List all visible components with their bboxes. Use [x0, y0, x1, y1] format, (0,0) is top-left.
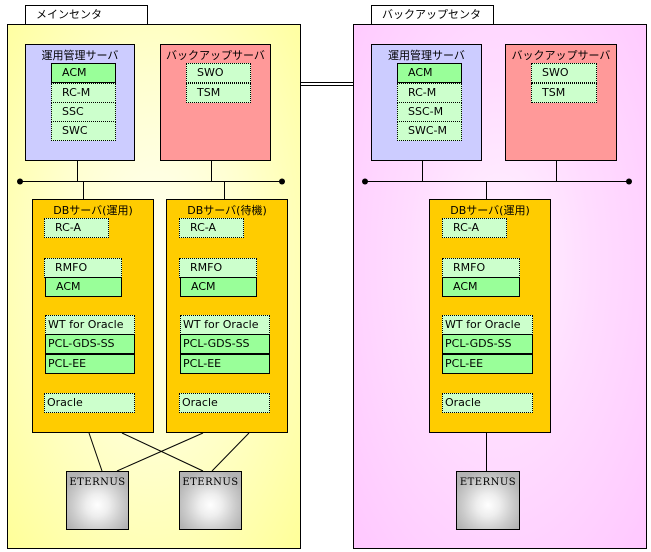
component-pcl-ee: PCL-EE: [180, 354, 270, 374]
san-db1-storage1: [88, 432, 103, 472]
main-db-server-active: DBサーバ(運用) RC-A RMFO ACM WT for Oracle PC…: [32, 199, 154, 433]
main-center-label: メインセンタ: [25, 5, 148, 25]
backup-server-title: バックアップサーバ: [166, 49, 265, 62]
backup-lan-endpoint-right: [626, 178, 632, 185]
backup-backup-server: バックアップサーバ SWO TSM: [505, 44, 617, 161]
component-rc-a: RC-A: [44, 218, 109, 238]
component-acm: ACM: [45, 277, 122, 297]
db-server-title: DBサーバ(運用): [53, 204, 133, 217]
component-pcl-ee: PCL-EE: [442, 354, 533, 374]
component-rc-a: RC-A: [179, 218, 244, 238]
storage-label: ETERNUS: [182, 477, 239, 488]
backup-server-title: バックアップサーバ: [511, 49, 611, 62]
db-server-title: DBサーバ(待機): [187, 204, 267, 217]
component-pcl-gds-ss: PCL-GDS-SS: [180, 334, 270, 354]
backup-lan-endpoint-left: [362, 178, 368, 185]
backup-center-label: バックアップセンタ: [371, 5, 494, 25]
component-wt-for-oracle: WT for Oracle: [180, 315, 270, 335]
main-ops-server: 運用管理サーバ ACM RC-M SSC SWC: [25, 44, 135, 161]
component-pcl-ee: PCL-EE: [45, 354, 135, 374]
component-acm: ACM: [397, 63, 462, 83]
backup-db-server: DBサーバ(運用) RC-A RMFO ACM WT for Oracle PC…: [429, 199, 551, 433]
component-oracle: Oracle: [179, 393, 270, 413]
component-wt-for-oracle: WT for Oracle: [442, 315, 533, 335]
component-pcl-gds-ss: PCL-GDS-SS: [45, 334, 135, 354]
component-swc-m: SWC-M: [397, 121, 462, 141]
component-pcl-gds-ss: PCL-GDS-SS: [442, 334, 533, 354]
component-acm: ACM: [51, 63, 116, 83]
component-swo: SWO: [531, 63, 597, 83]
backup-ops-server: 運用管理サーバ ACM RC-M SSC-M SWC-M: [371, 44, 482, 161]
storage-eternus-2: ETERNUS: [179, 471, 242, 530]
component-tsm: TSM: [186, 83, 251, 103]
component-acm: ACM: [180, 277, 257, 297]
ops-server-title: 運用管理サーバ: [388, 49, 465, 62]
main-lan-endpoint-right: [279, 178, 285, 185]
component-oracle: Oracle: [442, 393, 533, 413]
component-rc-m: RC-M: [397, 83, 462, 103]
storage-eternus-1: ETERNUS: [66, 471, 129, 530]
component-acm: ACM: [442, 277, 520, 297]
db-server-title: DBサーバ(運用): [450, 204, 530, 217]
component-tsm: TSM: [531, 83, 597, 103]
component-rc-a: RC-A: [442, 218, 507, 238]
storage-eternus-backup: ETERNUS: [456, 471, 520, 530]
component-ssc-m: SSC-M: [397, 102, 462, 122]
main-backup-server: バックアップサーバ SWO TSM: [160, 44, 271, 161]
storage-label: ETERNUS: [69, 477, 126, 488]
san-db1-storage2: [121, 432, 204, 472]
san-db2-storage2: [211, 432, 250, 472]
storage-label: ETERNUS: [459, 477, 517, 488]
ops-server-title: 運用管理サーバ: [41, 49, 119, 62]
component-swo: SWO: [186, 63, 251, 83]
main-lan-endpoint-left: [17, 178, 23, 185]
component-oracle: Oracle: [44, 393, 135, 413]
main-db-server-standby: DBサーバ(待機) RC-A RMFO ACM WT for Oracle PC…: [166, 199, 288, 433]
component-swc: SWC: [51, 121, 116, 141]
san-db2-storage1: [116, 432, 204, 472]
